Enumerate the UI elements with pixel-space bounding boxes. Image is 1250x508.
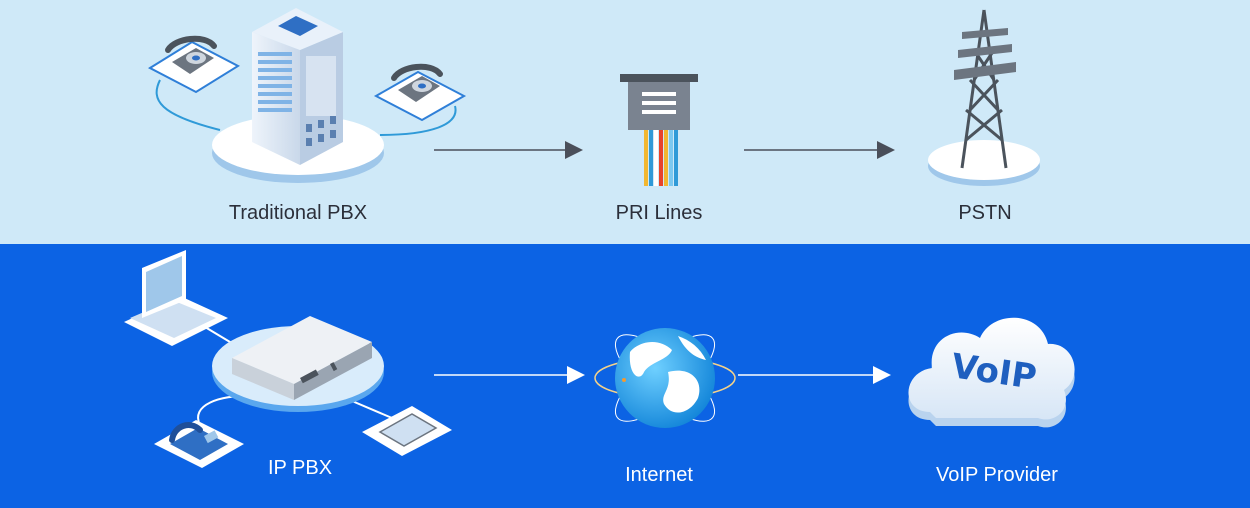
voip-provider-label: VoIP Provider	[936, 464, 1058, 486]
pri-cable-box-icon	[620, 74, 698, 186]
tablet-icon	[362, 406, 452, 456]
transmission-tower-icon	[928, 9, 1040, 186]
traditional-pbx-illustration	[147, 8, 467, 183]
office-building-icon	[252, 8, 343, 165]
pbx-server-icon	[232, 316, 372, 400]
traditional-pbx-label: Traditional PBX	[228, 202, 368, 224]
rotary-phone-icon	[165, 35, 217, 74]
globe-icon	[594, 328, 736, 428]
laptop-icon	[124, 250, 228, 346]
cloud-icon	[908, 317, 1075, 428]
internet-label: Internet	[625, 464, 693, 486]
desk-phone-icon	[154, 420, 244, 468]
ip-pbx-illustration	[124, 250, 452, 468]
ip-pbx-label: IP PBX	[267, 457, 333, 479]
rotary-phone-icon	[391, 63, 443, 102]
pri-lines-label: PRI Lines	[615, 202, 703, 224]
pstn-label: PSTN	[958, 202, 1012, 224]
